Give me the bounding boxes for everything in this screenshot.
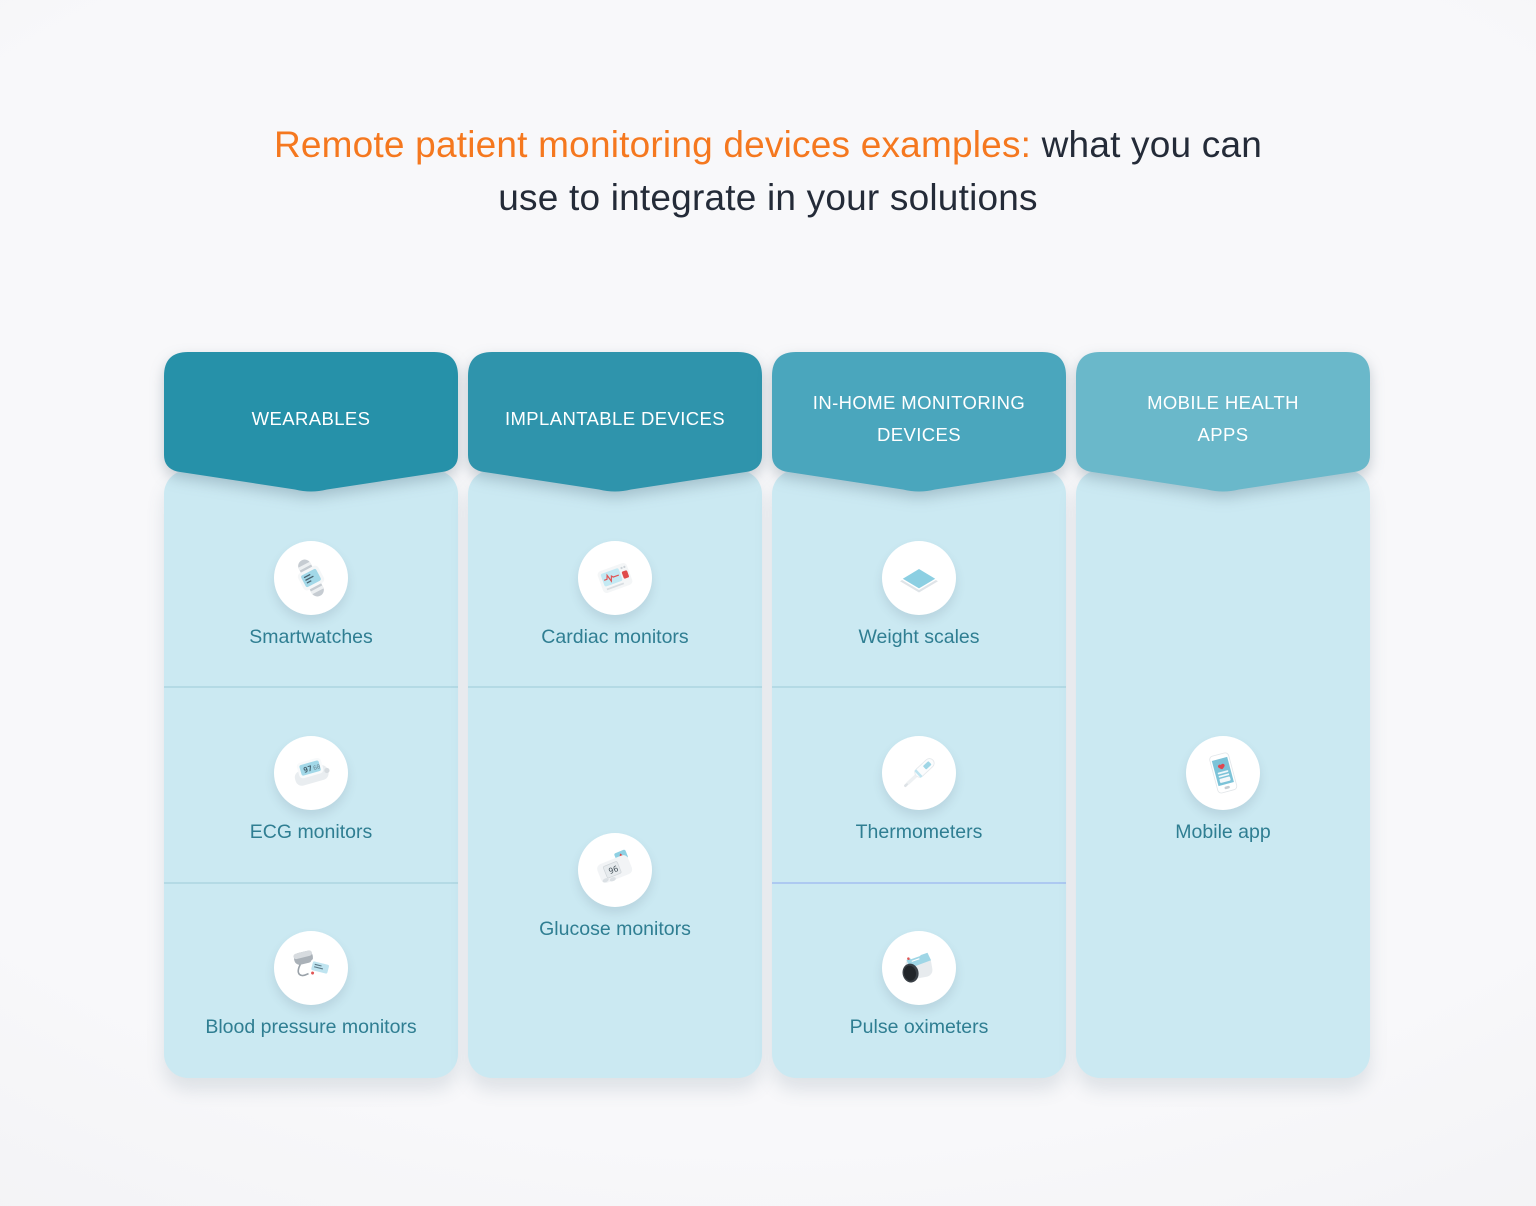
- device-item-smartwatches: Smartwatches: [164, 470, 458, 688]
- column-wearables: Smartwatches 97 60 ECG m: [164, 352, 458, 1078]
- header-banner-shape: [772, 352, 1066, 492]
- column-body: Mobile app: [1076, 470, 1370, 1078]
- column-body: Cardiac monitors 96: [468, 470, 762, 1078]
- mobile-app-icon: [1209, 752, 1238, 794]
- device-item-mobile-app: Mobile app: [1076, 470, 1370, 1078]
- column-title: IMPLANTABLE DEVICES: [504, 407, 726, 429]
- column-body: Weight scales Thermometers: [772, 470, 1066, 1078]
- device-item-ecg-monitors: 97 60 ECG monitors: [164, 688, 458, 884]
- thermometer-icon: [904, 758, 935, 788]
- title-rest-line2: use to integrate in your solutions: [498, 177, 1038, 218]
- icon-circle: [578, 541, 652, 615]
- ecg-monitor-icon: 97 60: [294, 757, 330, 786]
- device-label: Mobile app: [1175, 821, 1271, 843]
- page-title: Remote patient monitoring devices exampl…: [0, 118, 1536, 224]
- device-label: Glucose monitors: [539, 918, 691, 940]
- column-header: IMPLANTABLE DEVICES: [468, 352, 762, 495]
- icon-circle: [882, 541, 956, 615]
- svg-text:97: 97: [302, 764, 313, 775]
- device-item-blood-pressure-monitors: Blood pressure monitors: [164, 884, 458, 1078]
- device-label: Weight scales: [858, 626, 980, 648]
- device-label: Thermometers: [855, 821, 983, 843]
- column-title: IN-HOME MONITORING DEVICES: [812, 391, 1026, 445]
- device-item-pulse-oximeters: Pulse oximeters: [772, 884, 1066, 1078]
- column-title: WEARABLES: [251, 407, 371, 429]
- device-label: Blood pressure monitors: [205, 1016, 417, 1038]
- column-header: MOBILE HEALTH APPS: [1076, 352, 1370, 495]
- device-label: ECG monitors: [249, 821, 373, 843]
- icon-circle: 96: [578, 833, 652, 907]
- icon-circle: [882, 931, 956, 1005]
- svg-text:60: 60: [312, 763, 321, 772]
- column-header: WEARABLES: [164, 352, 458, 495]
- device-item-thermometers: Thermometers: [772, 688, 1066, 884]
- column-body: Smartwatches 97 60 ECG m: [164, 470, 458, 1078]
- icon-circle: [1186, 736, 1260, 810]
- icon-circle: [274, 541, 348, 615]
- device-item-cardiac-monitors: Cardiac monitors: [468, 470, 762, 688]
- column-header: IN-HOME MONITORING DEVICES: [772, 352, 1066, 495]
- header-banner-shape: [164, 352, 458, 492]
- device-label: Cardiac monitors: [541, 626, 689, 648]
- icon-circle: [274, 931, 348, 1005]
- blood-pressure-monitor-icon: [293, 950, 332, 980]
- pulse-oximeter-icon: [902, 952, 933, 983]
- smartwatch-icon: [297, 559, 325, 597]
- icon-circle: [882, 736, 956, 810]
- title-rest-line1: what you can: [1041, 124, 1263, 165]
- column-in-home-monitoring-devices: Weight scales Thermometers: [772, 352, 1066, 1078]
- device-item-glucose-monitors: 96 Glucose monitors: [468, 688, 762, 1078]
- column-mobile-health-apps: Mobile app MOBILE HEALTH APPS: [1076, 352, 1370, 1078]
- device-item-weight-scales: Weight scales: [772, 470, 1066, 688]
- device-label: Pulse oximeters: [849, 1016, 989, 1038]
- column-implantable-devices: Cardiac monitors 96: [468, 352, 762, 1078]
- column-title: MOBILE HEALTH APPS: [1147, 391, 1299, 445]
- cardiac-monitor-icon: [597, 563, 633, 593]
- glucose-monitor-icon: 96: [597, 849, 633, 884]
- header-banner-shape: [1076, 352, 1370, 492]
- icon-circle: 97 60: [274, 736, 348, 810]
- title-highlight: Remote patient monitoring devices exampl…: [273, 124, 1032, 165]
- header-banner-shape: [468, 352, 762, 492]
- device-label: Smartwatches: [249, 626, 373, 648]
- weight-scale-icon: [900, 567, 938, 593]
- svg-text:96: 96: [607, 864, 619, 876]
